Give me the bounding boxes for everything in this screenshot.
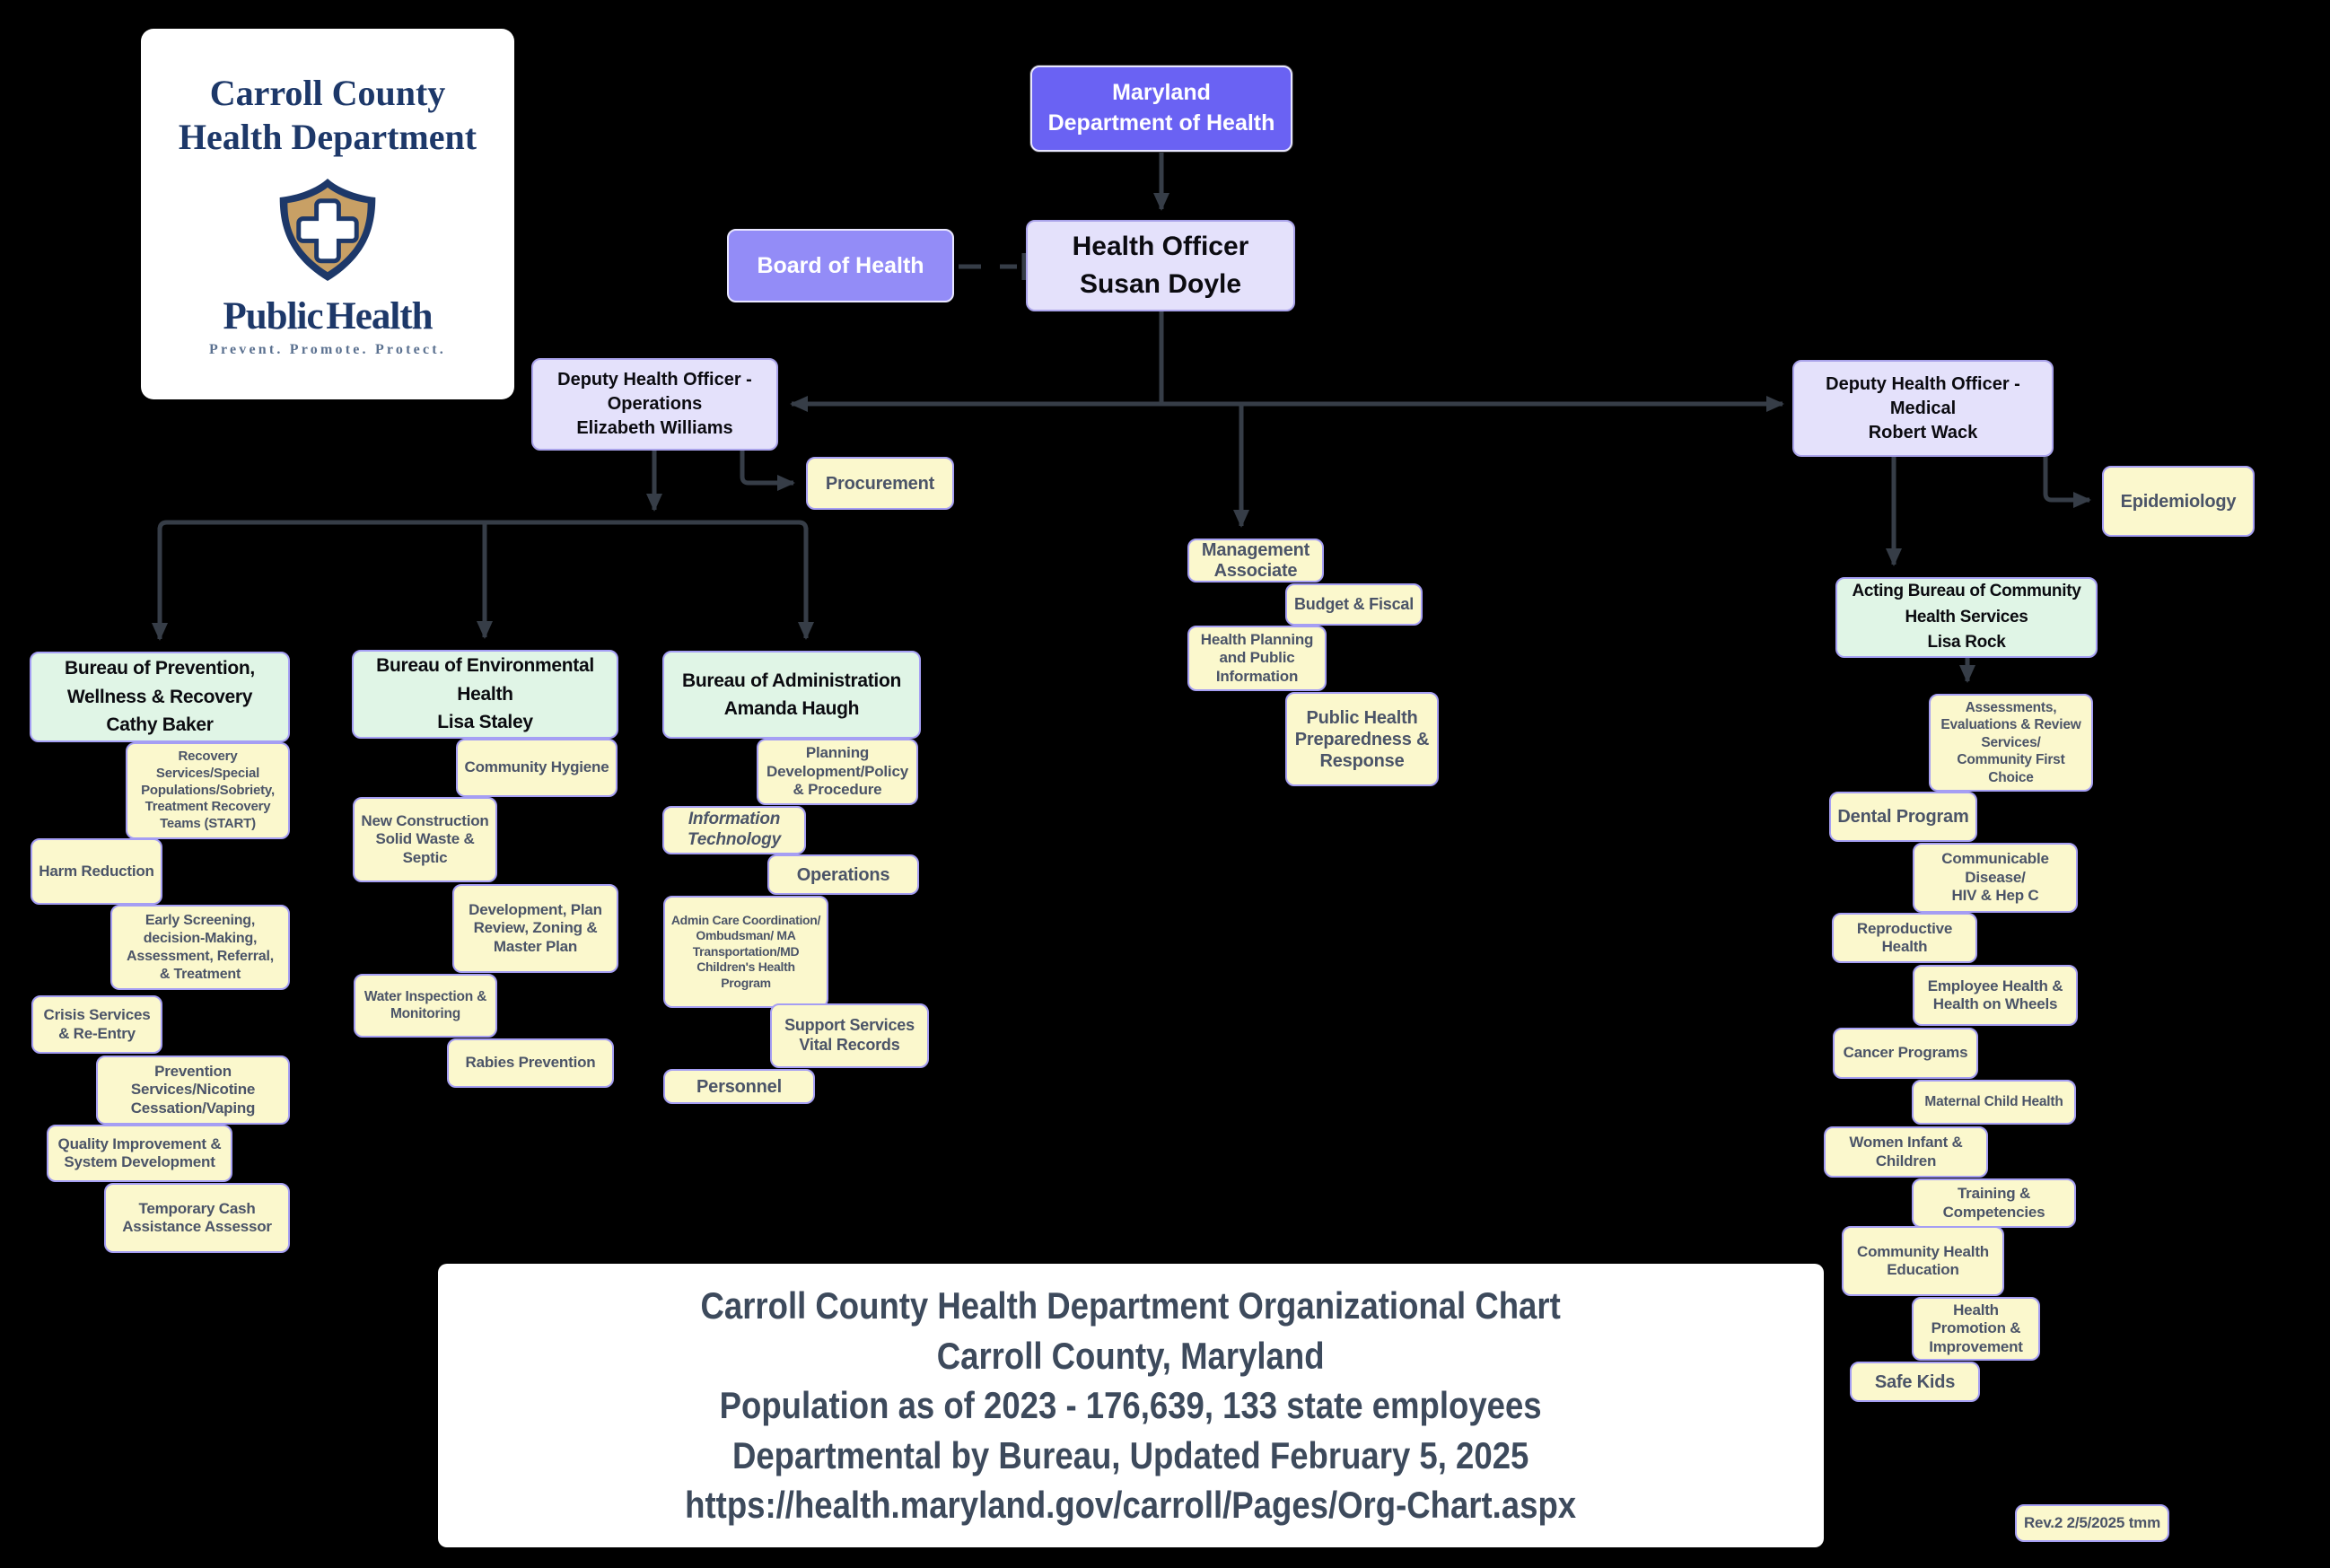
node-communicable-disease-hiv-hep-c: Communicable Disease/ HIV & Hep C [1913,843,2078,913]
node-cancer-programs: Cancer Programs [1833,1028,1978,1079]
node-bureau-environmental-health: Bureau of Environmental Health Lisa Stal… [352,650,618,739]
node-assessments-evaluations-review-community-first-choice: Assessments, Evaluations & Review Servic… [1929,694,2093,792]
chart-title-block: Carroll County Health Department Organiz… [438,1264,1824,1547]
node-epidemiology: Epidemiology [2102,466,2255,537]
node-training-competencies: Training & Competencies [1912,1178,2076,1228]
node-deputy-health-officer-medical: Deputy Health Officer - Medical Robert W… [1792,360,2054,457]
public-health-shield-icon [279,178,376,281]
agency-logo-card: Carroll County Health Department Public … [141,29,514,399]
public-health-tagline: Prevent. Promote. Protect. [208,341,446,357]
node-new-construction-solid-waste-septic: New Construction Solid Waste & Septic [353,797,497,882]
chart-title: Carroll County Health Department Organiz… [700,1284,1562,1327]
node-acting-bureau-community-health-services: Acting Bureau of Community Health Servic… [1835,577,2098,658]
chart-population-note: Population as of 2023 - 176,639, 133 sta… [720,1384,1542,1427]
chart-update-note: Departmental by Bureau, Updated February… [732,1433,1529,1476]
node-bureau-administration: Bureau of Administration Amanda Haugh [662,651,921,739]
node-temporary-cash-assistance-assessor: Temporary Cash Assistance Assessor [104,1183,290,1253]
node-community-health-education: Community Health Education [1842,1226,2004,1296]
node-health-planning-public-information: Health Planning and Public Information [1187,626,1327,691]
node-quality-improvement-system-development: Quality Improvement & System Development [47,1125,232,1182]
node-maryland-department-of-health: Maryland Department of Health [1030,66,1292,152]
node-management-associate: Management Associate [1187,539,1324,583]
chart-source-url: https://health.maryland.gov/carroll/Page… [685,1484,1577,1527]
node-employee-health-health-on-wheels: Employee Health & Health on Wheels [1913,965,2078,1026]
agency-name: Carroll County Health Department [178,73,477,157]
node-women-infant-children: Women Infant & Children [1824,1126,1988,1178]
connector-to-epidemiology [2043,457,2091,508]
node-admin-care-coordination-ombudsman-ma-transportation: Admin Care Coordination/ Ombudsman/ MA T… [663,896,828,1008]
node-reproductive-health: Reproductive Health [1832,913,1977,963]
node-deputy-health-officer-operations: Deputy Health Officer - Operations Eliza… [531,358,778,451]
public-health-wordmark: Public Health [223,294,433,337]
node-harm-reduction: Harm Reduction [31,838,162,905]
node-board-of-health: Board of Health [727,229,954,302]
chart-subtitle-location: Carroll County, Maryland [937,1334,1325,1377]
node-planning-development-policy-procedure: Planning Development/Policy & Procedure [757,739,918,805]
node-procurement: Procurement [806,457,954,510]
revision-tag: Rev.2 2/5/2025 tmm [2015,1504,2169,1542]
node-crisis-services-re-entry: Crisis Services & Re-Entry [31,995,162,1054]
node-community-hygiene: Community Hygiene [456,739,618,797]
node-personnel: Personnel [663,1069,815,1104]
node-early-screening-assessment-referral-treatment: Early Screening, decision-Making, Assess… [110,905,290,990]
connector-to-procurement [740,451,795,491]
node-budget-and-fiscal: Budget & Fiscal [1285,583,1423,626]
node-safe-kids: Safe Kids [1850,1362,1980,1402]
node-water-inspection-monitoring: Water Inspection & Monitoring [354,974,497,1038]
node-prevention-services-nicotine-cessation-vaping: Prevention Services/Nicotine Cessation/V… [96,1056,290,1125]
node-health-promotion-improvement: Health Promotion & Improvement [1912,1297,2040,1361]
node-dental-program: Dental Program [1829,792,1977,842]
node-support-services-vital-records: Support Services Vital Records [770,1003,929,1068]
node-bureau-prevention-wellness-recovery: Bureau of Prevention, Wellness & Recover… [30,652,290,742]
node-maternal-child-health: Maternal Child Health [1912,1080,2076,1125]
node-rabies-prevention: Rabies Prevention [447,1038,614,1088]
node-development-plan-review-zoning-master-plan: Development, Plan Review, Zoning & Maste… [452,884,618,973]
node-health-officer: Health Officer Susan Doyle [1026,220,1295,311]
node-recovery-services-start: Recovery Services/Special Populations/So… [126,742,290,839]
node-public-health-preparedness-response: Public Health Preparedness & Response [1285,692,1439,786]
node-information-technology: Information Technology [662,806,806,854]
node-operations: Operations [767,854,919,895]
